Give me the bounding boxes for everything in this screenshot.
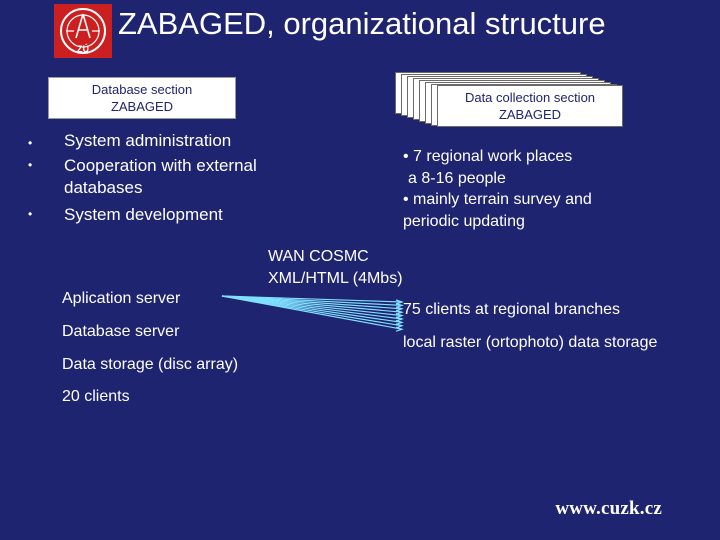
- collection-detail-line: periodic updating: [403, 212, 525, 230]
- collection-detail-line: • mainly terrain survey and: [403, 191, 592, 208]
- bullet-text: System administration: [64, 131, 232, 150]
- connection-arrowhead: [395, 299, 404, 305]
- bullet-text: System development: [64, 205, 223, 224]
- cuzk-logo: ZÚ: [54, 4, 112, 58]
- data-collection-stack: Data collection section ZABAGED: [395, 72, 635, 132]
- wan-label: WAN COSMC XML/HTML (4Mbs): [268, 246, 403, 290]
- regional-list-item: local raster (ortophoto) data storage: [403, 334, 658, 351]
- footer-url[interactable]: www.cuzk.cz: [555, 498, 662, 520]
- collection-detail-line: • 7 regional work places: [403, 148, 573, 165]
- server-list: Aplication server Database server Data s…: [62, 288, 238, 418]
- footer-url-text[interactable]: www.cuzk.cz: [555, 498, 662, 519]
- regional-list-item: 75 clients at regional branches: [403, 301, 621, 318]
- logo-text: ZÚ: [77, 43, 89, 54]
- server-list-item: 20 clients: [62, 388, 130, 405]
- database-section-line2: ZABAGED: [110, 99, 174, 114]
- connection-arrowhead: [395, 316, 404, 322]
- regional-list: 75 clients at regional branches local ra…: [403, 299, 657, 354]
- bullet-text: Cooperation with external: [64, 156, 257, 175]
- connection-arrowhead: [395, 313, 404, 319]
- data-collection-line2: ZABAGED: [498, 107, 562, 122]
- connection-line: [221, 295, 403, 330]
- collection-details: • 7 regional work places a 8-16 people •…: [403, 146, 592, 232]
- bullet-marker: •: [28, 158, 33, 172]
- bullet-marker: •: [28, 136, 33, 150]
- server-list-item: Data storage (disc array): [62, 356, 239, 373]
- connection-arrowhead: [395, 323, 404, 329]
- connection-arrowhead: [395, 306, 404, 312]
- page-title: ZABAGED, organizational structure: [118, 6, 606, 41]
- server-list-item: Aplication server: [62, 290, 181, 307]
- database-section-line1: Database section: [91, 82, 193, 97]
- bullet-text-continued: databases: [64, 178, 143, 197]
- collection-detail-line: a 8-16 people: [408, 169, 506, 187]
- data-collection-section-box: Data collection section ZABAGED: [437, 85, 623, 127]
- bullet-marker: •: [28, 207, 33, 221]
- database-section-box: Database section ZABAGED: [48, 77, 236, 119]
- connection-arrowhead: [395, 302, 404, 308]
- server-list-item: Database server: [62, 323, 180, 340]
- connection-arrowhead: [395, 319, 404, 325]
- wan-line1: WAN COSMC: [268, 248, 369, 265]
- connection-arrowhead: [395, 309, 404, 315]
- logo-emblem-icon: ZÚ: [54, 4, 112, 58]
- data-collection-line1: Data collection section: [464, 90, 596, 105]
- connection-arrowhead: [395, 326, 404, 332]
- wan-line2: XML/HTML (4Mbs): [268, 270, 403, 287]
